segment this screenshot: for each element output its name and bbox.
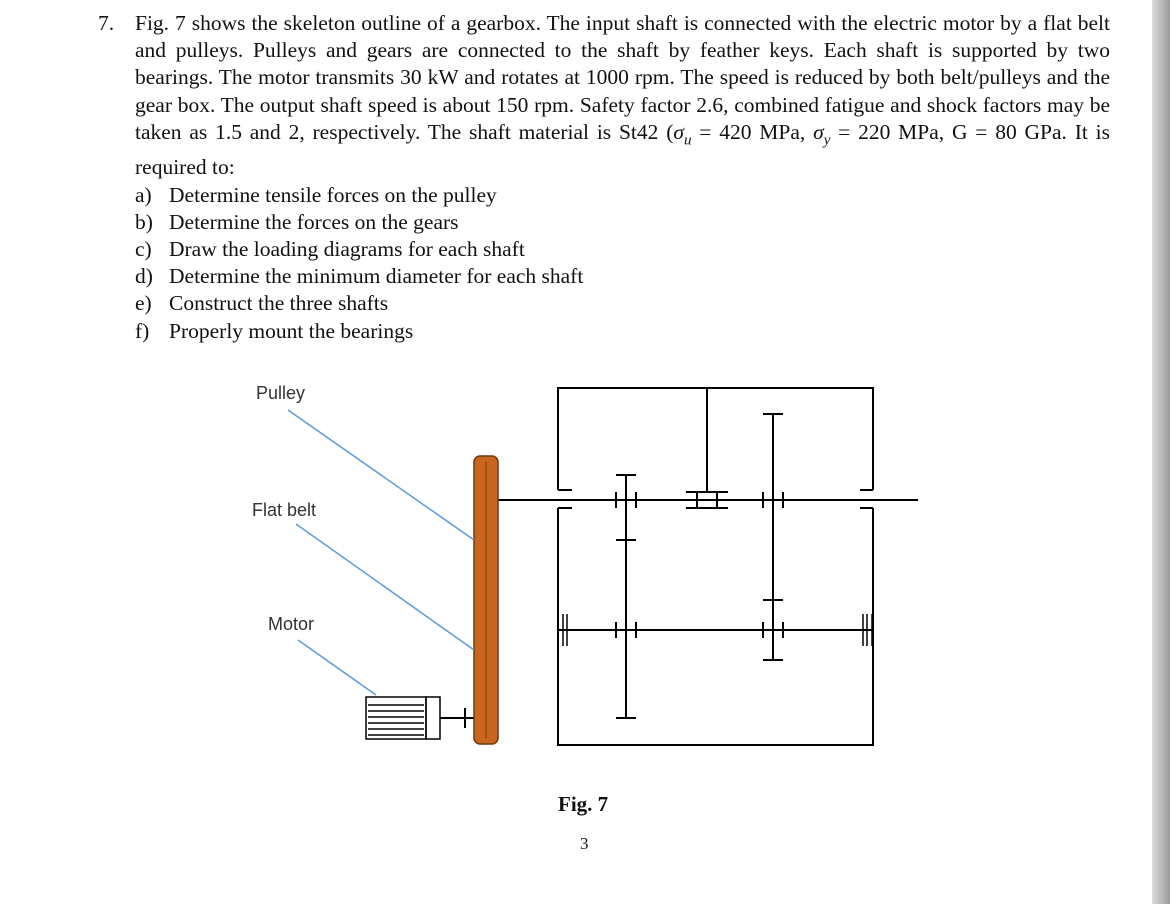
housing-lower: [557, 508, 874, 746]
problem-body: Fig. 7 shows the skeleton outline of a g…: [135, 10, 1110, 182]
task-letter: d): [135, 264, 153, 289]
task-text: Determine the minimum diameter for each …: [169, 264, 584, 289]
coupling: [686, 388, 728, 509]
sigma-u-symbol: σu: [673, 119, 692, 149]
task-text: Determine tensile forces on the pulley: [169, 182, 497, 207]
motor-label: Motor: [268, 614, 315, 634]
task-letter: e): [135, 291, 152, 316]
flat-belt: [473, 455, 499, 745]
figure-caption: Fig. 7: [558, 792, 609, 816]
gear-2: [615, 540, 637, 719]
task-text: Properly mount the bearings: [169, 318, 414, 343]
flat-belt-leader-line: [295, 523, 475, 651]
housing-upper: [557, 387, 874, 490]
problem-number: 7.: [98, 11, 115, 35]
task-item: a) Determine tensile forces on the pulley: [135, 182, 1110, 209]
motor-leader-line: [297, 639, 377, 696]
task-item: f) Properly mount the bearings: [135, 318, 1110, 345]
task-text: Determine the forces on the gears: [169, 209, 459, 234]
task-text: Construct the three shafts: [169, 291, 389, 316]
task-text: Draw the loading diagrams for each shaft: [169, 236, 525, 261]
motor-body: [365, 696, 441, 740]
task-letter: f): [135, 318, 150, 343]
problem-text-1: Fig. 7 shows the skeleton outline of a g…: [135, 11, 1110, 144]
gear-3: [762, 413, 784, 600]
task-item: b) Determine the forces on the gears: [135, 209, 1110, 236]
task-letter: c): [135, 236, 152, 261]
pulley-leader-line: [287, 409, 475, 541]
task-letter: b): [135, 209, 153, 234]
page-edge-shadow: [1152, 0, 1170, 904]
right-bearing: [862, 614, 873, 646]
task-letter: a): [135, 182, 152, 207]
problem-text-2: = 420 MPa,: [691, 119, 814, 144]
task-item: d) Determine the minimum diameter for eac…: [135, 263, 1110, 290]
left-bearing: [557, 614, 568, 646]
problem-text-3: = 220 MPa, G = 80 GPa. It is required to…: [135, 119, 1110, 180]
gear-1: [615, 474, 637, 541]
page-number: 3: [580, 834, 589, 853]
task-item: c) Draw the loading diagrams for each sha…: [135, 236, 1110, 263]
pulley-label: Pulley: [256, 383, 306, 403]
task-list: a) Determine tensile forces on the pulley…: [135, 182, 1110, 345]
problem-statement: 7. Fig. 7 shows the skeleton outline of …: [98, 10, 1110, 345]
sigma-y-symbol: σy: [813, 119, 831, 149]
task-item: e) Construct the three shafts: [135, 290, 1110, 317]
gear-4: [762, 599, 784, 661]
flat-belt-label: Flat belt: [252, 500, 317, 520]
